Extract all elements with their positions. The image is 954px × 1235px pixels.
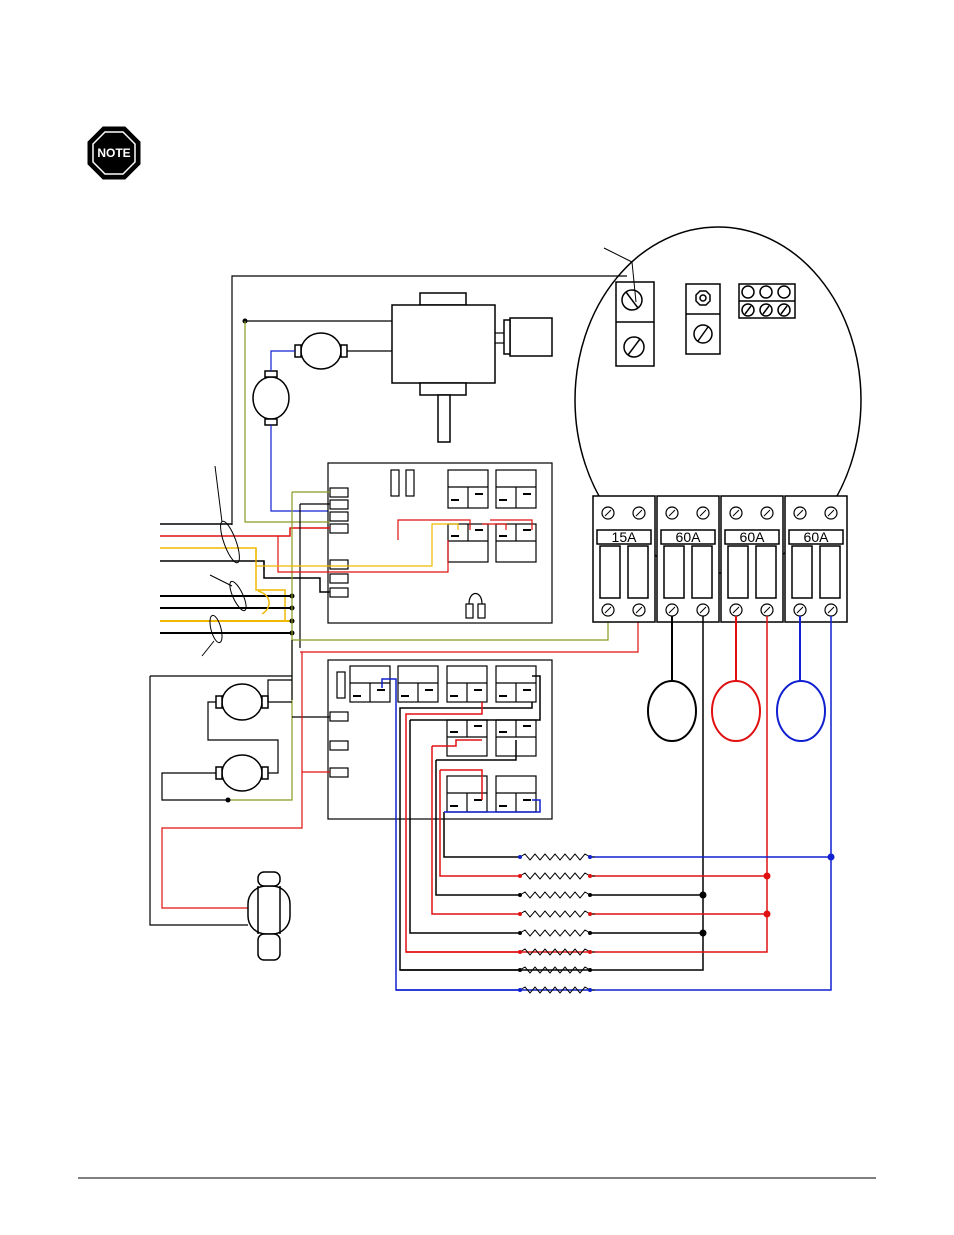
breaker-rating-label: 60A — [676, 529, 702, 545]
motor-lower-2 — [216, 755, 268, 791]
motor-lower-1 — [216, 684, 268, 720]
load-loop-black — [648, 616, 696, 741]
transformer — [248, 872, 290, 960]
breaker-rating-label: 15A — [612, 529, 638, 545]
motor-side — [253, 371, 289, 425]
breaker-rating-label: 60A — [804, 529, 830, 545]
gearbox-assembly — [392, 293, 552, 442]
incoming-cables — [160, 524, 330, 633]
control-board-upper — [328, 463, 552, 623]
breaker-rating-label: 60A — [740, 529, 766, 545]
detail-leader-line — [604, 248, 632, 262]
thermostat-detail — [616, 282, 795, 366]
load-loop-blue — [777, 616, 825, 741]
resistor-coils — [520, 854, 595, 993]
note-badge: NOTE — [88, 127, 140, 179]
load-loop-red — [712, 616, 760, 741]
note-label: NOTE — [97, 146, 130, 160]
motor-top — [295, 333, 347, 369]
